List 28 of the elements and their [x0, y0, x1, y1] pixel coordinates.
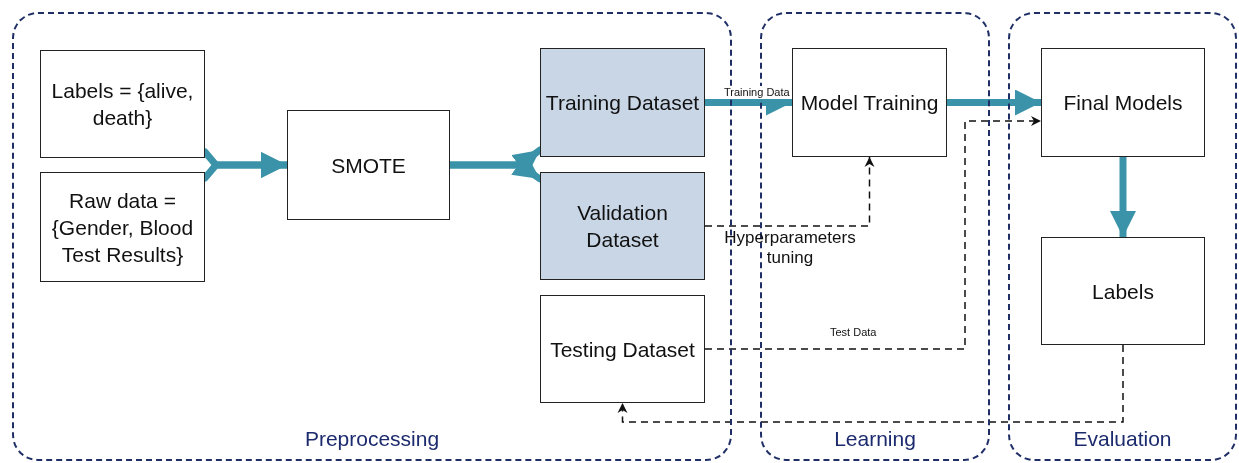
box-label: Raw data = {Gender, Blood Test Results}: [50, 187, 195, 268]
arrow: [617, 344, 1124, 423]
process-box: [40, 50, 205, 158]
process-box: [540, 48, 705, 157]
process-box: [40, 172, 205, 282]
edge-label: Training Data: [724, 86, 790, 99]
group-label: Evaluation: [1072, 427, 1173, 451]
arrow: [704, 116, 1042, 350]
process-box: [540, 295, 705, 403]
box-label: Training Dataset: [545, 90, 700, 116]
box-label: Testing Dataset: [550, 336, 695, 363]
box-label: Validation Dataset: [576, 200, 669, 253]
edge-label: Test Data: [830, 326, 877, 339]
process-box: [287, 110, 450, 220]
process-box: [792, 48, 947, 157]
process-box: [1041, 237, 1205, 345]
edge-label: Hyperparameters tuning: [723, 228, 857, 268]
group-label: Learning: [833, 427, 917, 451]
box-label: Model Training: [800, 90, 939, 116]
process-box: [540, 172, 705, 280]
arrow: [704, 156, 875, 227]
process-box: [1041, 48, 1205, 157]
group-label: Preprocessing: [303, 427, 441, 451]
box-label: SMOTE: [331, 152, 406, 179]
box-label: Labels = {alive, death}: [50, 78, 195, 131]
box-label: Final Models: [1063, 90, 1183, 116]
box-label: Labels: [1092, 278, 1154, 305]
group-boundary: [1008, 12, 1237, 461]
